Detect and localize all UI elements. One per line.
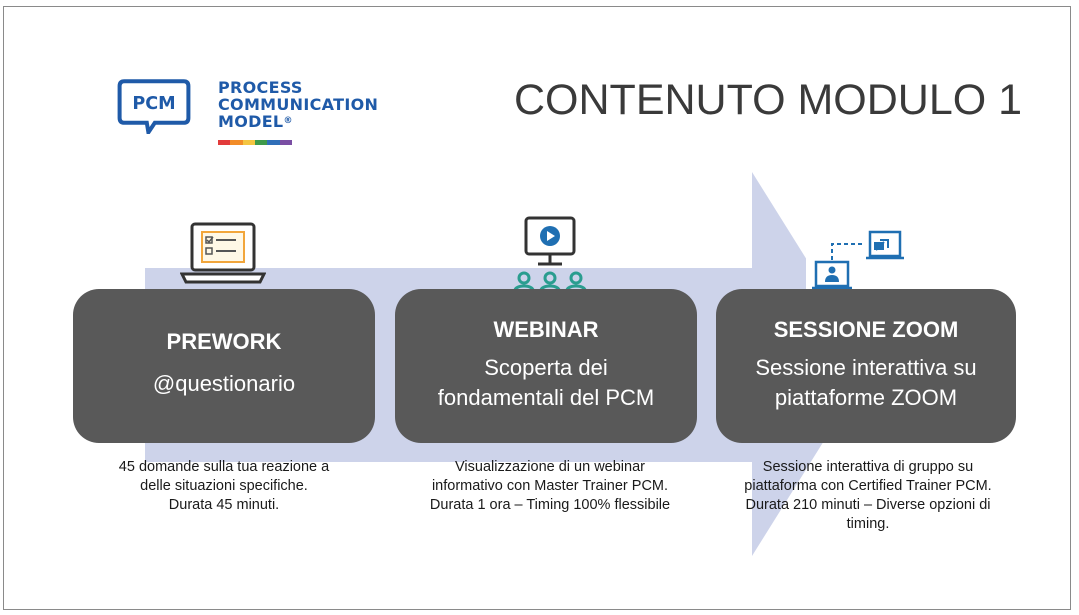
desc-line: Durata 210 minuti – Diverse opzioni di bbox=[745, 497, 991, 513]
step-box-prework: PREWORK @questionario bbox=[73, 289, 375, 443]
step-body-line-2: piattaforme ZOOM bbox=[774, 385, 958, 410]
logo-line-3: MODEL bbox=[218, 112, 284, 131]
step-body-line-1: Scoperta dei bbox=[484, 355, 608, 380]
step-body-line-2: fondamentali del PCM bbox=[437, 385, 655, 410]
desc-line: Durata 1 ora – Timing 100% flessibile bbox=[429, 497, 671, 513]
step-heading: WEBINAR bbox=[493, 317, 599, 342]
step-body-line-1: Sessione interattiva su bbox=[755, 355, 977, 380]
step-box-zoom: SESSIONE ZOOM Sessione interattiva su pi… bbox=[716, 289, 1016, 443]
step-heading: SESSIONE ZOOM bbox=[773, 317, 959, 342]
desc-line: informativo con Master Trainer PCM. bbox=[431, 478, 669, 494]
laptop-checklist-icon bbox=[180, 222, 266, 284]
page-title: CONTENUTO MODULO 1 bbox=[514, 76, 1023, 124]
logo-registered-mark: ® bbox=[283, 116, 293, 126]
desc-line: piattaforma con Certified Trainer PCM. bbox=[744, 478, 992, 494]
pcm-logo: PCM PROCESS COMMUNICATION MODEL® bbox=[109, 70, 439, 160]
logo-line-2: COMMUNICATION bbox=[218, 95, 379, 114]
video-call-icon bbox=[806, 226, 910, 296]
desc-line: Sessione interattiva di gruppo su bbox=[762, 459, 974, 475]
logo-wordmark: PROCESS COMMUNICATION MODEL® bbox=[218, 79, 378, 130]
desc-line: Visualizzazione di un webinar bbox=[455, 459, 645, 475]
pcm-badge-text: PCM bbox=[132, 94, 175, 114]
logo-line-1: PROCESS bbox=[218, 78, 303, 97]
step-description-zoom: Sessione interattiva di gruppo su piatta… bbox=[712, 458, 1024, 534]
desc-line: Durata 45 minuti. bbox=[168, 497, 280, 513]
step-body-line-1: @questionario bbox=[152, 371, 296, 396]
pcm-badge-icon: PCM bbox=[117, 79, 191, 134]
step-description-webinar: Visualizzazione di un webinar informativ… bbox=[395, 458, 705, 515]
logo-color-stripe bbox=[218, 140, 292, 145]
step-heading: PREWORK bbox=[166, 329, 282, 354]
desc-line: delle situazioni specifiche. bbox=[140, 478, 308, 494]
desc-line: timing. bbox=[846, 516, 890, 532]
desc-line: 45 domande sulla tua reazione a bbox=[118, 459, 330, 475]
step-box-webinar: WEBINAR Scoperta dei fondamentali del PC… bbox=[395, 289, 697, 443]
step-description-prework: 45 domande sulla tua reazione a delle si… bbox=[73, 458, 375, 515]
